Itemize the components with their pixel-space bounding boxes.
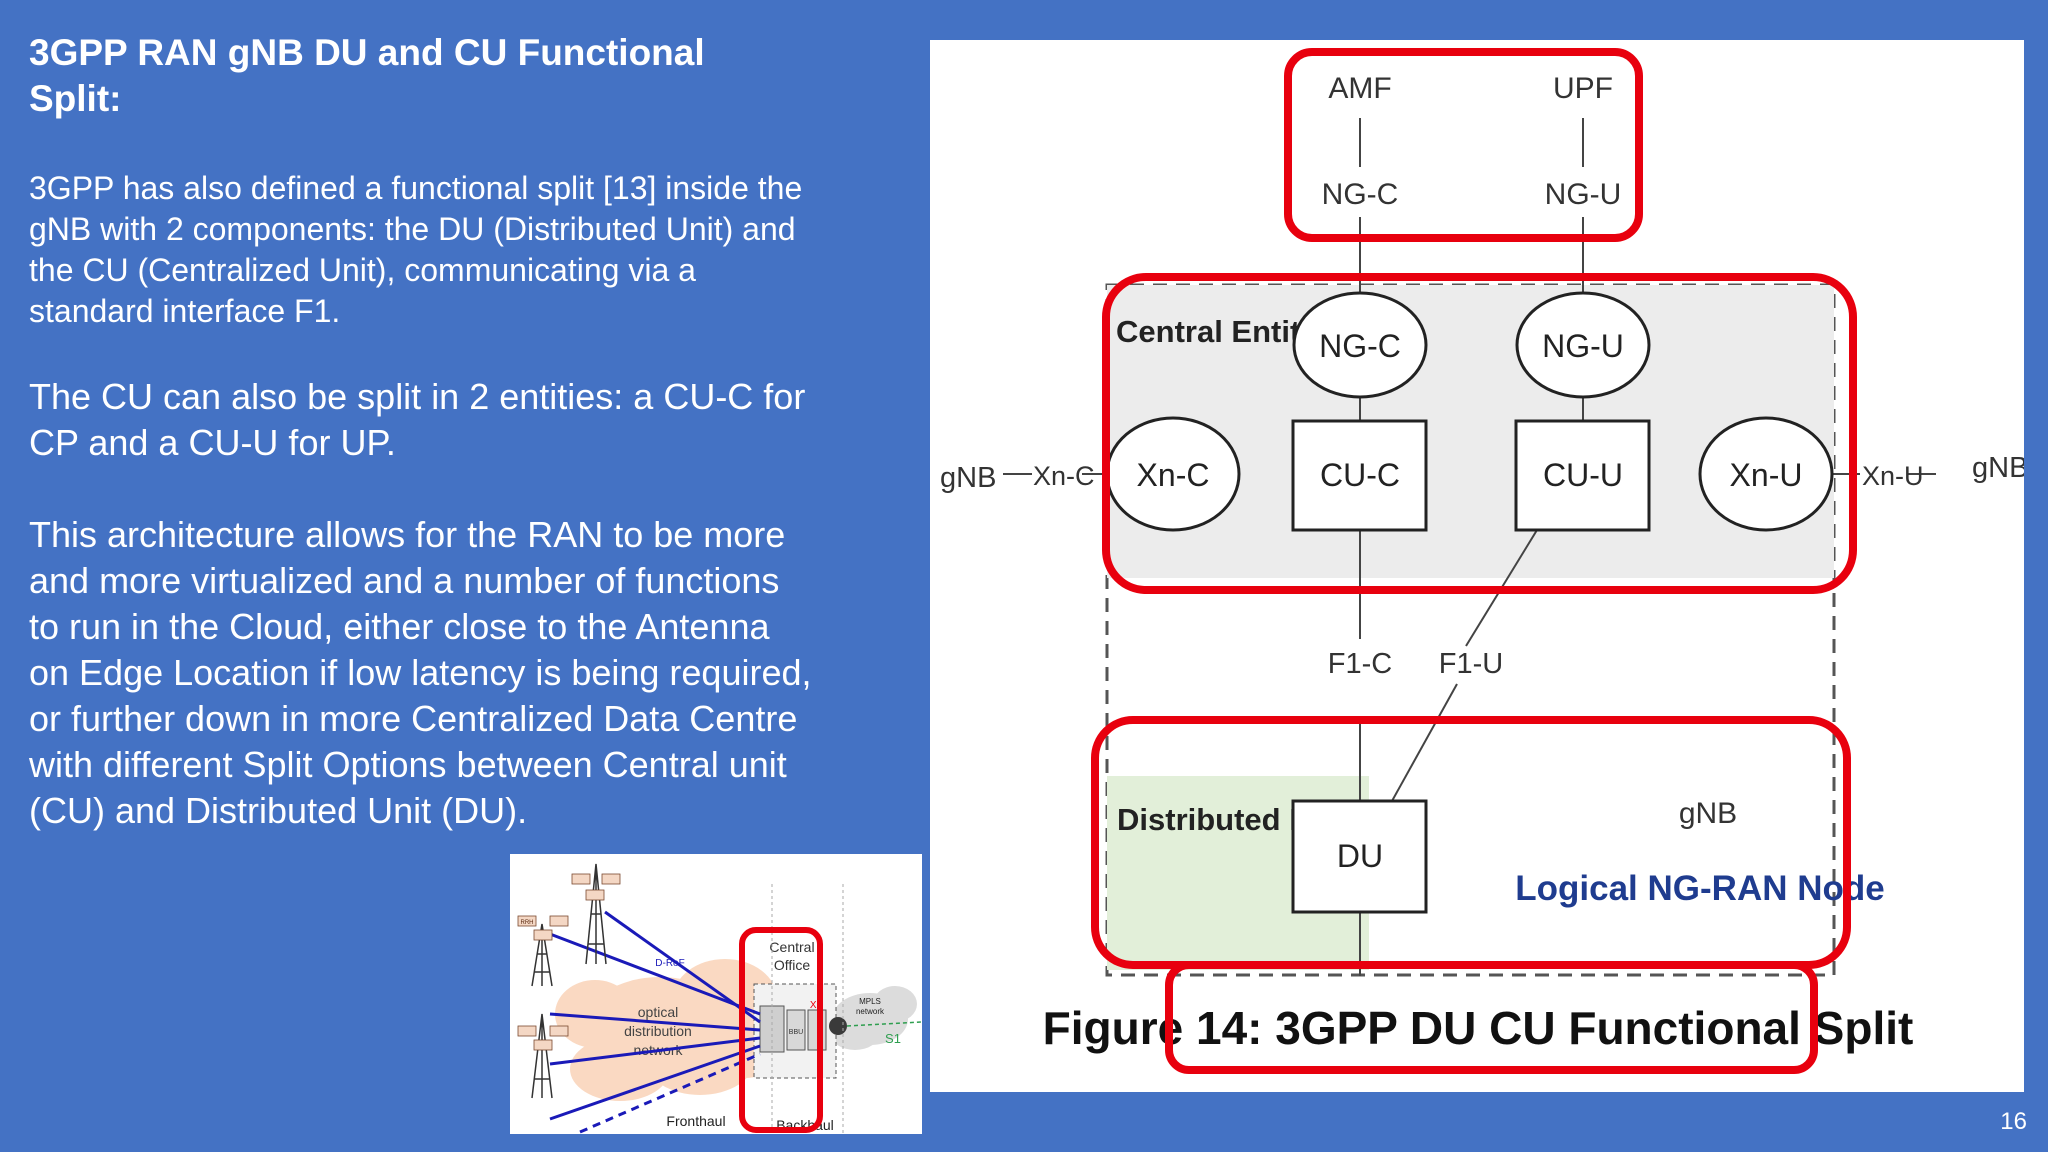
- paragraph-cu-split: The CU can also be split in 2 entities: …: [29, 376, 806, 463]
- cuc-node-label: CU-C: [1320, 457, 1400, 493]
- xnu-ellipse: [1698, 416, 1834, 532]
- figure-caption: Figure 14: 3GPP DU CU Functional Split: [1043, 1002, 1914, 1054]
- central-entity-area: [1107, 285, 1834, 578]
- ngu-ellipse: [1515, 291, 1651, 399]
- mpls-cloud: [831, 986, 917, 1050]
- slide-title: 3GPP RAN gNB DU and CU Functional Split:: [29, 32, 705, 119]
- fibre-links: [549, 910, 761, 1134]
- cloud-label-line-2: distribution: [624, 1023, 692, 1039]
- d-rof-label: D-RoF: [655, 958, 684, 969]
- amf-label: AMF: [1328, 72, 1391, 105]
- du-node-label: DU: [1337, 838, 1383, 874]
- xnc-node-label: Xn-C: [1137, 457, 1210, 493]
- gnb-left-label: gNB: [940, 462, 996, 494]
- cuc-box: [1291, 419, 1428, 532]
- mpls-label-line-2: network: [856, 1007, 885, 1016]
- bbu-unit: [786, 1009, 806, 1051]
- du-gnb-label: gNB: [1679, 797, 1737, 830]
- ng-ran-diagram: AMF UPF NG-C NG-U Central Entity NG-C NG…: [930, 40, 2024, 1092]
- red-highlights: [1091, 48, 1857, 1074]
- cloud-label-line-1: optical: [638, 1004, 678, 1020]
- f1c-label-bg: [1334, 640, 1386, 684]
- s1-label: S1: [885, 1031, 901, 1046]
- highlight-core: [1284, 48, 1643, 242]
- gnb-boundary: [1105, 283, 1836, 977]
- ngu-node-label: NG-U: [1542, 328, 1624, 364]
- paragraph-architecture: This architecture allows for the RAN to …: [29, 514, 812, 831]
- ng-ran-diagram-svg: AMF UPF NG-C NG-U Central Entity NG-C NG…: [940, 48, 2024, 1074]
- cuu-node-label: CU-U: [1543, 457, 1623, 493]
- xnu-link-label: Xn-U: [1862, 461, 1924, 491]
- ngc-node-label: NG-C: [1319, 328, 1401, 364]
- xnc-link-label: Xn-C: [1033, 461, 1095, 491]
- rrh-boxes: [517, 873, 621, 1051]
- cuu-box: [1514, 419, 1651, 532]
- logical-ng-ran-node-label: Logical NG-RAN Node: [1515, 869, 1884, 908]
- bbu-label: BBU: [789, 1029, 803, 1036]
- fronthaul-diagram-svg: optical distribution network Central Off…: [517, 863, 922, 1134]
- mpls-label-line-1: MPLS: [859, 997, 881, 1006]
- highlight-central-office: [739, 927, 823, 1133]
- antenna-towers: [531, 863, 607, 1099]
- router-icon: [829, 1017, 847, 1035]
- central-office-line-1: Central: [769, 939, 814, 955]
- fronthaul-label: Fronthaul: [666, 1113, 725, 1129]
- upf-label: UPF: [1553, 72, 1613, 105]
- ngc-ellipse: [1292, 291, 1428, 399]
- core-ngc-label: NG-C: [1322, 178, 1399, 211]
- xnu-node-label: Xn-U: [1730, 457, 1803, 493]
- f1u-label: F1-U: [1439, 648, 1503, 680]
- central-office-line-2: Office: [774, 957, 811, 973]
- s1-link: [846, 1021, 922, 1027]
- slide-number: 16: [2000, 1108, 2027, 1135]
- fronthaul-diagram: optical distribution network Central Off…: [510, 854, 922, 1134]
- du-box: [1291, 799, 1428, 914]
- highlight-central-entity: [1102, 273, 1857, 594]
- x2-label: X2: [810, 1000, 823, 1011]
- rrh-label: RRH: [521, 920, 534, 926]
- gnb-right-label: gNB: [1972, 452, 2024, 484]
- central-entity-label: Central Entity: [1116, 314, 1318, 349]
- f1c-label: F1-C: [1328, 648, 1392, 680]
- connector-lines: [1003, 118, 1936, 976]
- highlight-caption: [1165, 961, 1818, 1074]
- core-ngu-label: NG-U: [1545, 178, 1622, 211]
- paragraph-functional-split: 3GPP has also defined a functional split…: [29, 170, 803, 329]
